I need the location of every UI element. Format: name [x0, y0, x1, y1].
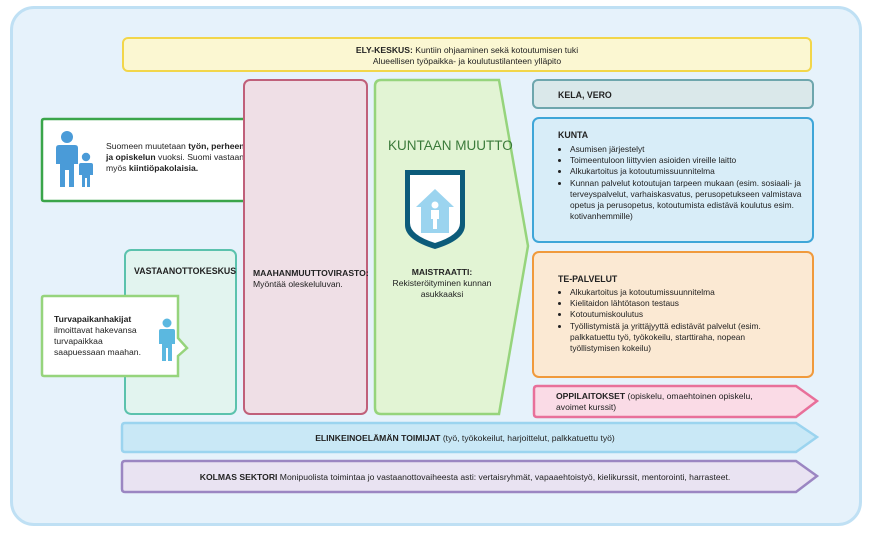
asylum-bold: Turvapaikanhakijat — [54, 314, 132, 324]
kunta-list: Asumisen järjestelyt Toimeentuloon liitt… — [558, 144, 803, 222]
te-item: Kotoutumiskoulutus — [570, 309, 788, 320]
kuntaan-muutto-arrow — [373, 78, 530, 416]
kunta-title: KUNTA — [558, 130, 589, 140]
family-icon — [52, 130, 97, 188]
kolmas-title: KOLMAS SEKTORI — [199, 472, 278, 482]
kunta-item: Asumisen järjestelyt — [570, 144, 803, 155]
asylum-body: ilmoittavat hakevansa turvapaikkaa saapu… — [54, 325, 141, 357]
kunta-box: KUNTA Asumisen järjestelyt Toimeentuloon… — [532, 117, 814, 243]
elinkeinoelaman-arrow — [120, 421, 820, 454]
te-palvelut-box: TE-PALVELUT Alkukartoitus ja kotoutumiss… — [532, 251, 814, 378]
kela-vero-title: KELA, VERO — [558, 90, 612, 100]
te-palvelut-list: Alkukartoitus ja kotoutumissuunnitelma K… — [558, 287, 788, 354]
ely-line1: Kuntiin ohjaaminen sekä kotoutumisen tuk… — [415, 45, 579, 55]
kolmas-sektori-text: KOLMAS SEKTORI Monipuolista toimintaa jo… — [120, 472, 810, 483]
elinkeinoelaman-text: ELINKEINOELÄMÄN TOIMIJAT (työ, työkokeil… — [120, 433, 810, 444]
kunta-item: Kunnan palvelut kotoutujan tarpeen mukaa… — [570, 178, 803, 223]
maistraatti-text: MAISTRAATTI: Rekisteröityminen kunnan as… — [386, 267, 498, 300]
kela-vero-box: KELA, VERO — [532, 79, 814, 109]
intro-bold-2: ja opiskelun — [106, 152, 156, 162]
asylum-text: Turvapaikanhakijat ilmoittavat hakevansa… — [54, 314, 146, 358]
te-item: Työllistymistä ja yrittäjyyttä edistävät… — [570, 321, 788, 355]
asylum-callout-shape — [40, 294, 189, 378]
te-palvelut-title: TE-PALVELUT — [558, 274, 618, 284]
kolmas-body: Monipuolista toimintaa jo vastaanottovai… — [277, 472, 731, 482]
te-item: Alkukartoitus ja kotoutumissuunnitelma — [570, 287, 788, 298]
elinkeino-title: ELINKEINOELÄMÄN TOIMIJAT — [315, 433, 441, 443]
te-item: Kielitaidon lähtötason testaus — [570, 298, 788, 309]
migri-title: MAAHANMUUTTOVIRASTO: — [253, 268, 369, 278]
intro-bold-1: työn, perheen — [188, 141, 245, 151]
maahanmuuttovirasto-text: MAAHANMUUTTOVIRASTO: Myöntää oleskeluluv… — [253, 268, 369, 290]
ely-keskus-box: ELY-KESKUS: Kuntiin ohjaaminen sekä koto… — [122, 37, 812, 72]
vastaanottokeskus-box: VASTAANOTTOKESKUS — [124, 249, 237, 415]
kunta-item: Alkukartoitus ja kotoutumissuunnitelma — [570, 166, 803, 177]
oppilaitokset-arrow — [532, 384, 820, 419]
kolmas-sektori-arrow — [120, 459, 820, 494]
intro-text: Suomeen muutetaan työn, perheen ja opisk… — [106, 141, 276, 174]
person-icon — [157, 318, 177, 362]
maistraatti-title: MAISTRAATTI: — [411, 267, 473, 277]
maahanmuuttovirasto-box: MAAHANMUUTTOVIRASTO: Myöntää oleskeluluv… — [243, 79, 369, 415]
intro-text-1: Suomeen muutetaan — [106, 141, 189, 151]
vastaanottokeskus-title: VASTAANOTTOKESKUS — [134, 266, 237, 276]
migri-body: Myöntää oleskeluluvan. — [253, 279, 343, 289]
kunta-item: Toimeentuloon liittyvien asioiden vireil… — [570, 155, 803, 166]
intro-bold-3: kiintiöpakolaisia. — [128, 163, 199, 173]
maistraatti-body: Rekisteröityminen kunnan asukkaaksi — [392, 278, 492, 299]
intro-callout-shape — [40, 117, 300, 203]
kuntaan-muutto-title: KUNTAAN MUUTTO — [388, 138, 513, 153]
ely-title: ELY-KESKUS: — [355, 45, 413, 55]
ely-line2: Alueellisen työpaikka- ja koulutustilant… — [372, 56, 562, 66]
oppilaitokset-body: (opiskelu, omaehtoinen opiskelu, avoimet… — [556, 391, 753, 412]
intro-text-2: vuoksi. Suomi vastaanottaa myös — [106, 152, 264, 173]
oppilaitokset-title: OPPILAITOKSET — [556, 391, 626, 401]
oppilaitokset-text: OPPILAITOKSET (opiskelu, omaehtoinen opi… — [556, 391, 781, 413]
house-icon — [402, 167, 468, 251]
elinkeino-body: (työ, työkokeilut, harjoittelut, palkkat… — [440, 433, 615, 443]
